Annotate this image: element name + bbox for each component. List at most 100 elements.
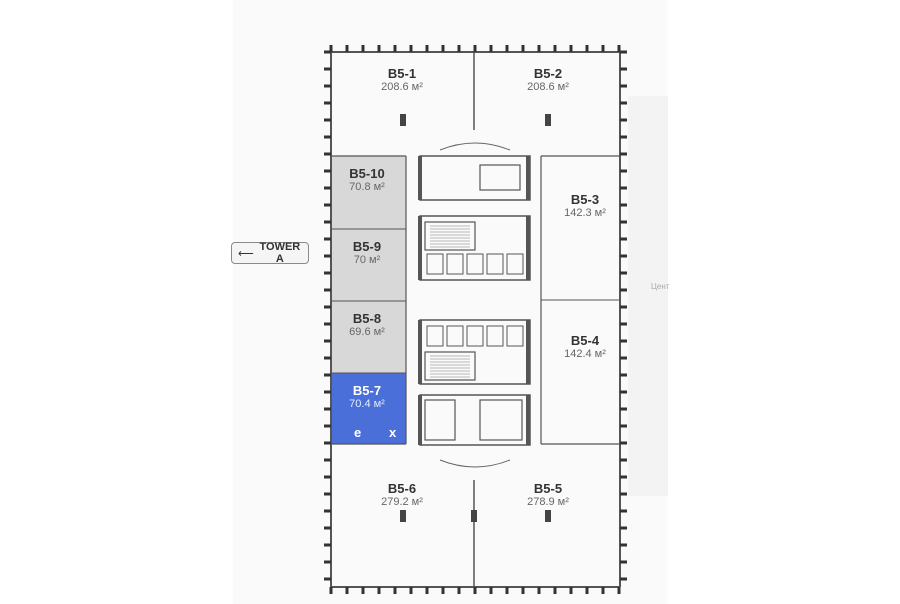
facade-mullion <box>324 135 331 139</box>
facade-mullion <box>409 587 413 594</box>
facade-mullion <box>377 587 381 594</box>
facade-mullion <box>324 288 331 292</box>
facade-mullion <box>324 254 331 258</box>
facade-mullion <box>620 407 627 411</box>
facade-mullion <box>620 101 627 105</box>
unit-b5-1[interactable] <box>331 52 474 156</box>
facade-mullion <box>620 50 627 54</box>
facade-mullion <box>620 135 627 139</box>
facade-mullion <box>620 577 627 581</box>
core-room <box>479 164 521 191</box>
facade-mullion <box>620 373 627 377</box>
facade-mullion <box>620 152 627 156</box>
unit-b5-5[interactable] <box>474 444 620 587</box>
facade-mullion <box>345 45 349 52</box>
facade-mullion <box>324 526 331 530</box>
facade-mullion <box>377 45 381 52</box>
facade-mullion <box>521 45 525 52</box>
selection-close-glyph[interactable]: x <box>389 425 397 440</box>
facade-mullion <box>324 407 331 411</box>
facade-mullion <box>361 587 365 594</box>
facade-mullion <box>617 587 621 594</box>
facade-mullion <box>585 45 589 52</box>
facade-mullion <box>324 560 331 564</box>
column <box>545 114 551 126</box>
column <box>400 510 406 522</box>
core-wall <box>418 320 422 384</box>
facade-mullion <box>324 492 331 496</box>
facade-mullion <box>457 45 461 52</box>
core-wall <box>418 395 422 445</box>
core-room <box>426 253 444 275</box>
facade-mullion <box>324 169 331 173</box>
unit-b5-2[interactable] <box>474 52 620 156</box>
core-room <box>466 325 484 347</box>
facade-mullion <box>324 424 331 428</box>
core-wall <box>526 156 530 200</box>
facade-mullion <box>620 509 627 513</box>
facade-mullion <box>505 45 509 52</box>
facade-mullion <box>324 475 331 479</box>
selection-edit-glyph[interactable]: e <box>354 425 362 440</box>
facade-mullion <box>425 45 429 52</box>
facade-mullion <box>441 45 445 52</box>
entrance-arc <box>439 142 511 151</box>
facade-mullion <box>585 587 589 594</box>
facade-mullion <box>537 587 541 594</box>
facade-mullion <box>521 587 525 594</box>
facade-mullion <box>324 101 331 105</box>
facade-mullion <box>324 441 331 445</box>
unit-b5-4[interactable] <box>541 300 620 444</box>
arrow-left-icon: ⟵ <box>238 247 254 260</box>
core-wall <box>418 216 422 280</box>
core-room <box>424 221 476 251</box>
facade-mullion <box>324 356 331 360</box>
unit-b5-3[interactable] <box>541 156 620 300</box>
facade-mullion <box>324 84 331 88</box>
facade-mullion <box>441 587 445 594</box>
facade-mullion <box>473 45 477 52</box>
column <box>400 114 406 126</box>
tower-a-button[interactable]: ⟵ TOWER A <box>231 241 309 265</box>
facade-mullion <box>489 587 493 594</box>
facade-mullion <box>324 543 331 547</box>
unit-b5-9[interactable] <box>331 229 406 301</box>
facade-mullion <box>324 152 331 156</box>
entrance-arc <box>439 459 511 468</box>
facade-mullion <box>620 237 627 241</box>
facade-mullion <box>324 339 331 343</box>
facade-mullion <box>620 441 627 445</box>
unit-fill-b5-8 <box>331 301 406 373</box>
core-room <box>424 399 456 441</box>
facade-mullion <box>620 220 627 224</box>
core-room <box>479 399 523 441</box>
facade-mullion <box>473 587 477 594</box>
facade-mullion <box>620 305 627 309</box>
facade-mullion <box>620 186 627 190</box>
neighbor-building <box>628 96 668 496</box>
unit-b5-8[interactable] <box>331 301 406 373</box>
facade-mullion <box>324 577 331 581</box>
column <box>471 510 477 522</box>
facade-mullion <box>324 186 331 190</box>
facade-mullion <box>324 509 331 513</box>
core-room <box>466 253 484 275</box>
facade-mullion <box>620 424 627 428</box>
facade-mullion <box>620 203 627 207</box>
facade-mullion <box>345 587 349 594</box>
neighbor-label: Цент <box>651 282 670 291</box>
plan-background <box>233 0 667 604</box>
facade-mullion <box>620 118 627 122</box>
core-room <box>419 394 531 446</box>
unit-fill-b5-9 <box>331 229 406 301</box>
facade-mullion <box>620 543 627 547</box>
core-room <box>446 253 464 275</box>
facade-mullion <box>569 45 573 52</box>
unit-b5-6[interactable] <box>331 444 474 587</box>
facade-mullion <box>329 45 333 52</box>
unit-b5-10[interactable] <box>331 156 406 229</box>
core-room <box>424 351 476 381</box>
core-room <box>486 253 504 275</box>
facade-mullion <box>617 45 621 52</box>
facade-mullion <box>601 45 605 52</box>
